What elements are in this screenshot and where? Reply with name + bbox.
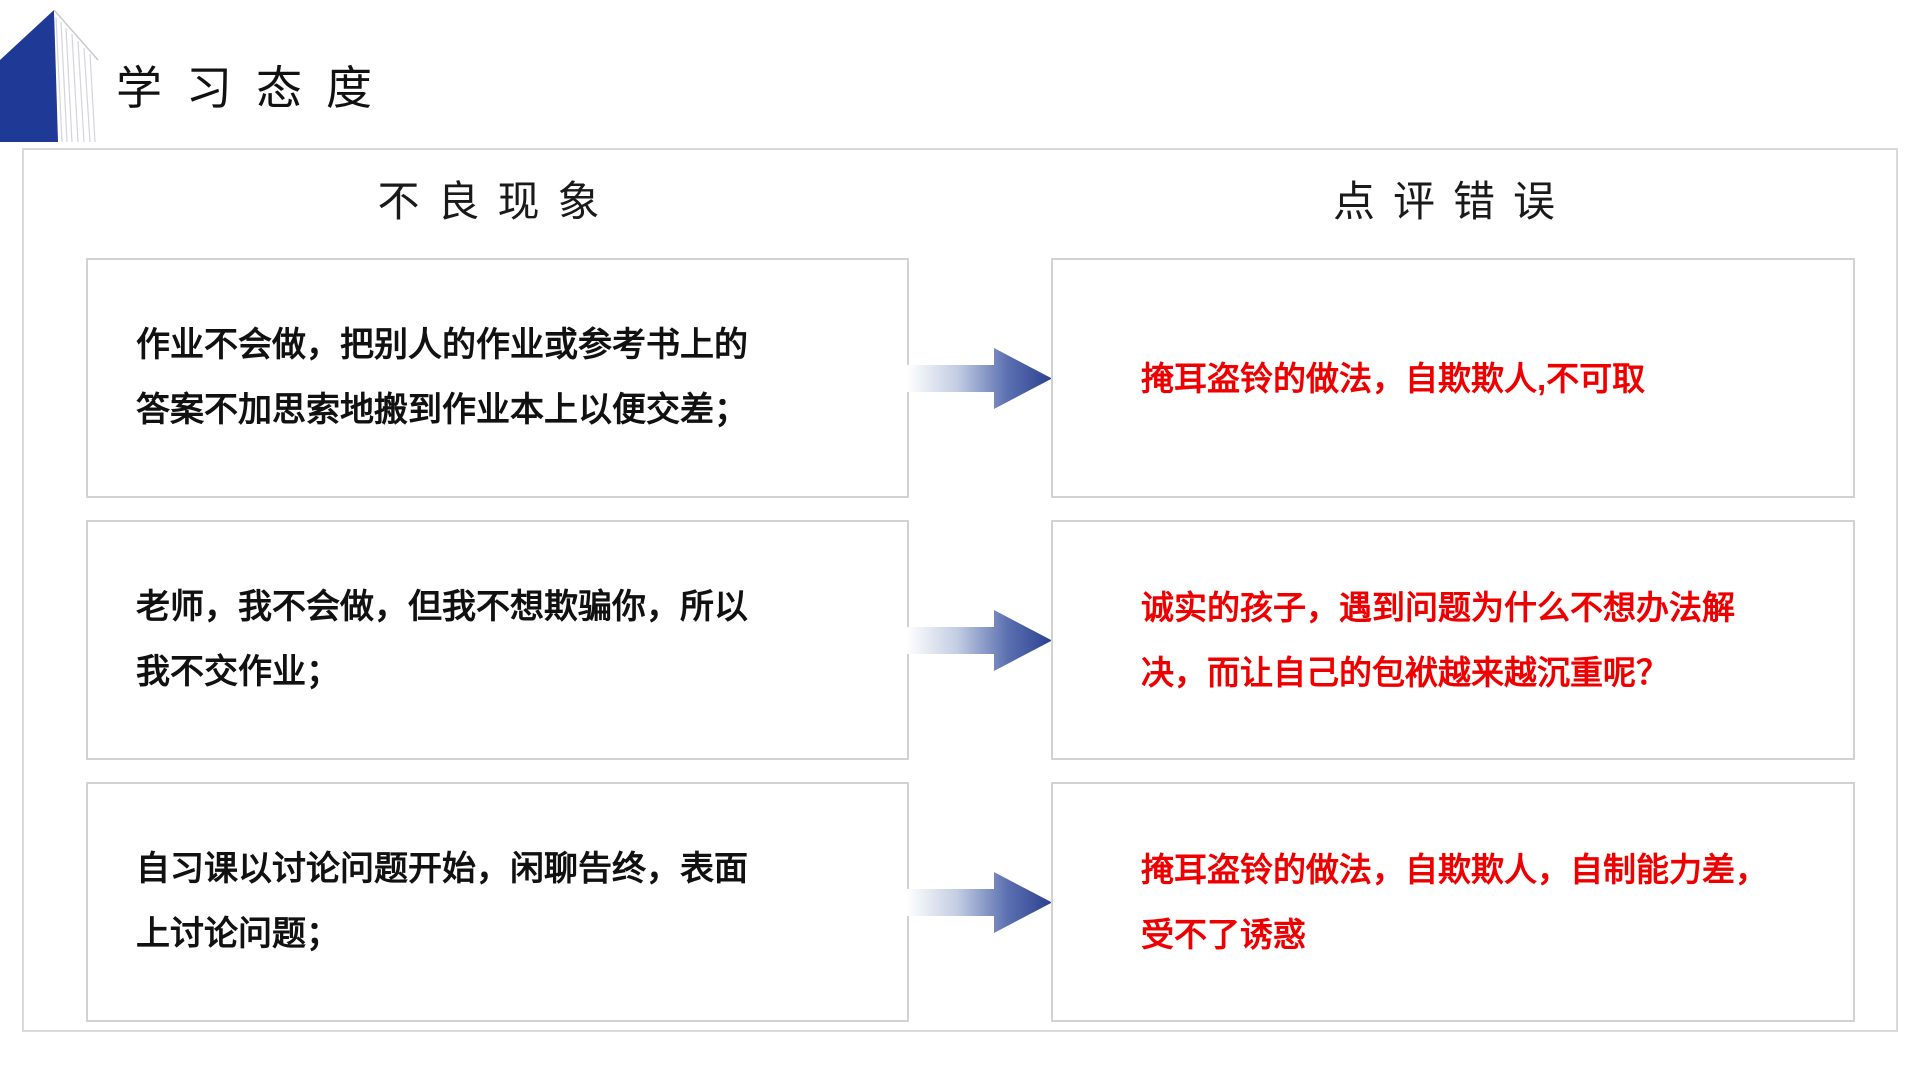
phenomenon-text: 作业不会做，把别人的作业或参考书上的 答案不加思索地搬到作业本上以便交差； [136,326,748,429]
page-title: 学习态度 [116,63,396,114]
comment-text: 诚实的孩子，遇到问题为什么不想办法解 决，而让自己的包袱越来越沉重呢？ [1141,589,1735,691]
column-header-phenomenon: 不良现象 [377,180,618,226]
comment-box-2: 诚实的孩子，遇到问题为什么不想办法解 决，而让自己的包袱越来越沉重呢？ [1051,520,1855,760]
book-icon [0,9,99,142]
phenomenon-box-1: 作业不会做，把别人的作业或参考书上的 答案不加思索地搬到作业本上以便交差； [86,258,909,498]
comment-text: 掩耳盗铃的做法，自欺欺人,不可取 [1141,359,1646,397]
column-header-comment: 点评错误 [1332,180,1573,226]
phenomenon-text: 老师，我不会做，但我不想欺骗你，所以 我不交作业； [136,588,748,691]
table-row: 自习课以讨论问题开始，闲聊告终，表面 上讨论问题； 掩耳盗铃的做法，自欺欺人，自… [24,782,1896,1022]
table-row: 老师，我不会做，但我不想欺骗你，所以 我不交作业； 诚实的孩子，遇到问题为什么不… [24,520,1896,760]
content-frame: 不良现象 点评错误 作业不会做，把别人的作业或参考书上的 答案不加思索地搬到作业… [22,148,1898,1032]
phenomenon-box-2: 老师，我不会做，但我不想欺骗你，所以 我不交作业； [86,520,909,760]
phenomenon-text: 自习课以讨论问题开始，闲聊告终，表面 上讨论问题； [136,850,748,953]
comment-box-1: 掩耳盗铃的做法，自欺欺人,不可取 [1051,258,1855,498]
right-arrow-icon [906,872,1052,933]
right-arrow-icon [906,348,1052,409]
table-row: 作业不会做，把别人的作业或参考书上的 答案不加思索地搬到作业本上以便交差； 掩耳… [24,258,1896,498]
right-arrow-icon [906,610,1052,671]
comment-box-3: 掩耳盗铃的做法，自欺欺人，自制能力差， 受不了诱惑 [1051,782,1855,1022]
comment-text: 掩耳盗铃的做法，自欺欺人，自制能力差， 受不了诱惑 [1141,851,1768,953]
phenomenon-box-3: 自习课以讨论问题开始，闲聊告终，表面 上讨论问题； [86,782,909,1022]
